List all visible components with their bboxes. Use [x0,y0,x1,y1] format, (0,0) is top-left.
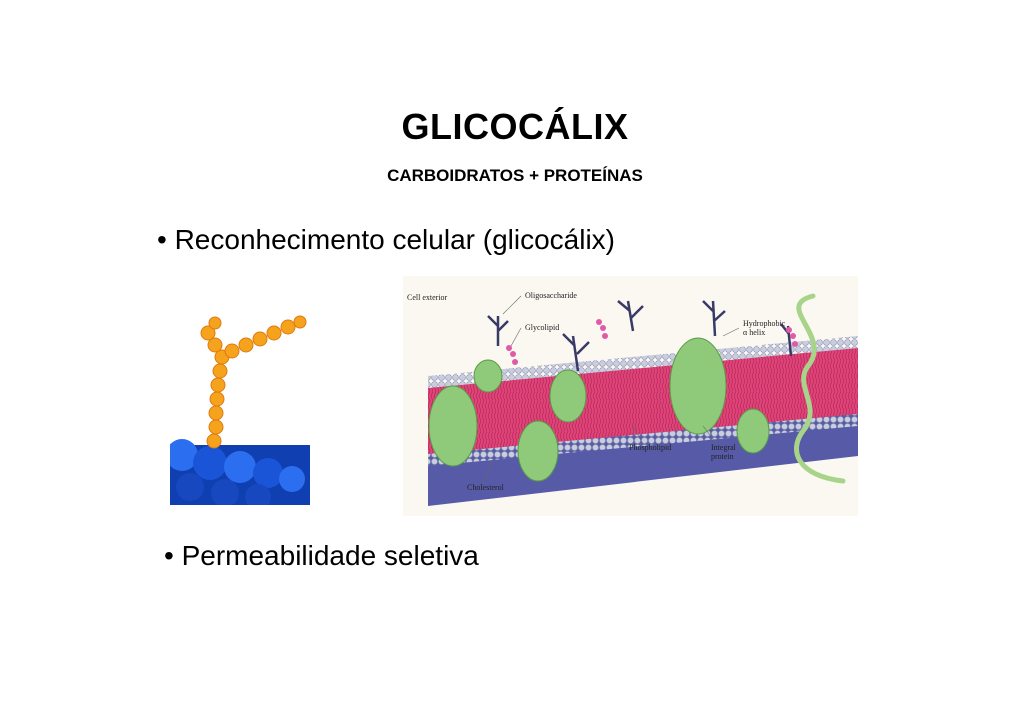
glycolipid-chains [506,319,798,365]
label-alpha-helix: α helix [743,328,765,337]
slide-subtitle: CARBOIDRATOS + PROTEÍNAS [387,166,643,185]
label-leader-lines [482,295,740,485]
outer-heads [428,336,858,388]
label-phospholipid: Phospholipid [629,443,671,452]
sugar-bead-chain [200,315,307,449]
integral-proteins [428,337,770,482]
alpha-helix-strand [794,293,846,484]
label-cholesterol: Cholesterol [467,483,505,492]
label-protein: protein [711,452,734,461]
slide-title: GLICOCÁLIX [401,106,629,147]
cell-membrane-illustration: Cell exterior Oligosaccharide Glycolipid… [403,276,858,516]
glycocalyx-chain-illustration [170,315,310,505]
bullet-permeability: • Permeabilidade seletiva [164,540,479,571]
label-oligosaccharide: Oligosaccharide [525,291,577,300]
label-glycolipid: Glycolipid [525,323,559,332]
label-cell-exterior: Cell exterior [407,293,448,302]
label-integral: Integral [711,443,737,452]
membrane-surface [170,439,310,505]
bullet-recognition: • Reconhecimento celular (glicocálix) [157,224,615,255]
label-hydrophobic: Hydrophobic [743,319,786,328]
